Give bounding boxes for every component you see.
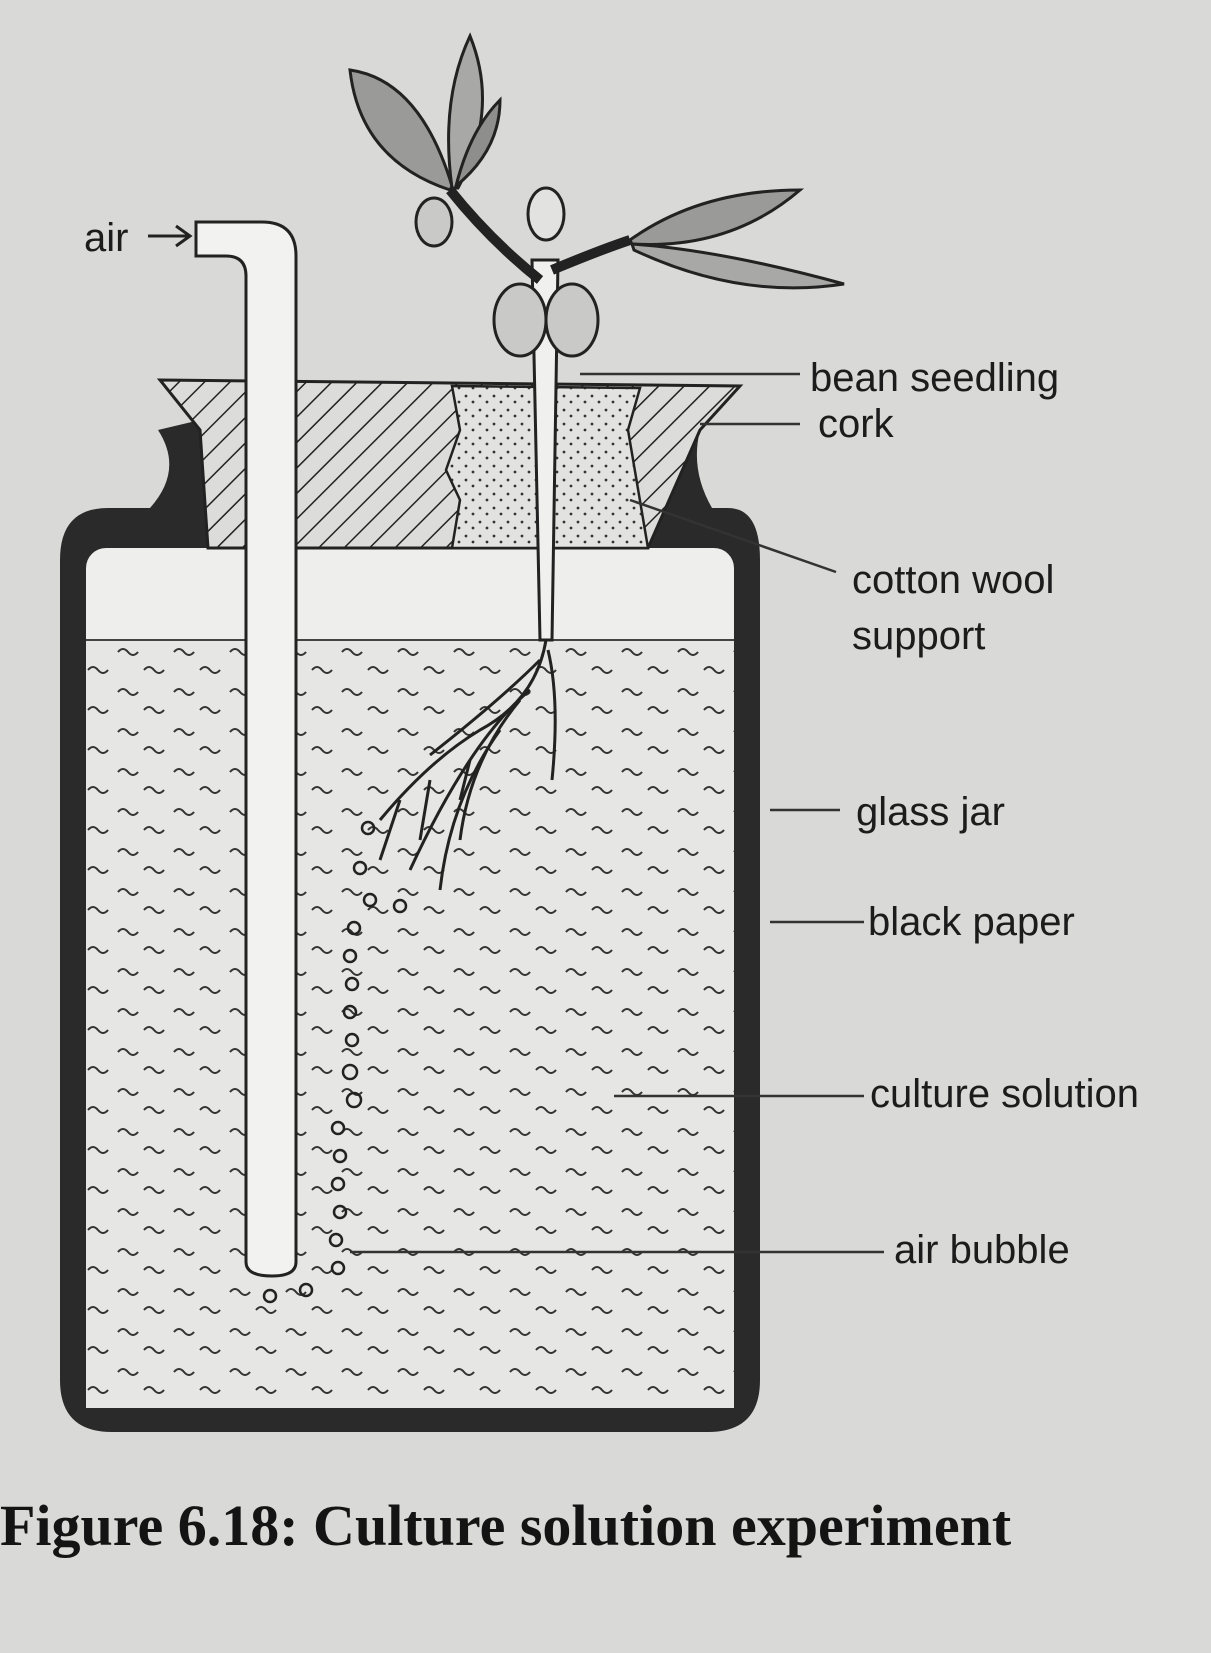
- leader-lines: [350, 372, 884, 1254]
- upper-branch-right: [550, 235, 632, 275]
- cotyledon-right: [544, 282, 600, 358]
- leaf-left-3: [453, 96, 502, 191]
- figure-caption: Figure 6.18: Culture solution experiment: [0, 1493, 1012, 1558]
- label-black-paper: black paper: [868, 900, 1075, 944]
- air-bubbles: [262, 820, 408, 1304]
- leaf-right-1: [628, 188, 805, 247]
- label-glass-jar: glass jar: [856, 790, 1005, 834]
- bud-left: [414, 196, 454, 248]
- seedling-roots: [378, 639, 557, 891]
- leaf-left-1: [348, 68, 454, 192]
- upper-branch-left: [446, 186, 544, 284]
- leader-cotton-wool: [629, 498, 837, 574]
- label-cork: cork: [818, 402, 894, 446]
- label-support: support: [852, 614, 986, 658]
- bean-seedling: [348, 32, 845, 891]
- air-arrow-icon: [148, 224, 193, 248]
- label-culture-solution: culture solution: [870, 1072, 1140, 1116]
- label-air: air: [84, 216, 129, 260]
- label-cotton-wool: cotton wool: [852, 558, 1055, 602]
- air-tube: [194, 220, 298, 1278]
- seedling-stem: [530, 258, 560, 642]
- terminal-bud: [526, 186, 566, 242]
- culture-solution-liquid: [86, 640, 734, 1408]
- label-air-bubble: air bubble: [894, 1228, 1070, 1272]
- leaf-right-2: [629, 242, 845, 290]
- cotyledon-left: [492, 282, 548, 358]
- label-bean-seedling: bean seedling: [810, 356, 1060, 400]
